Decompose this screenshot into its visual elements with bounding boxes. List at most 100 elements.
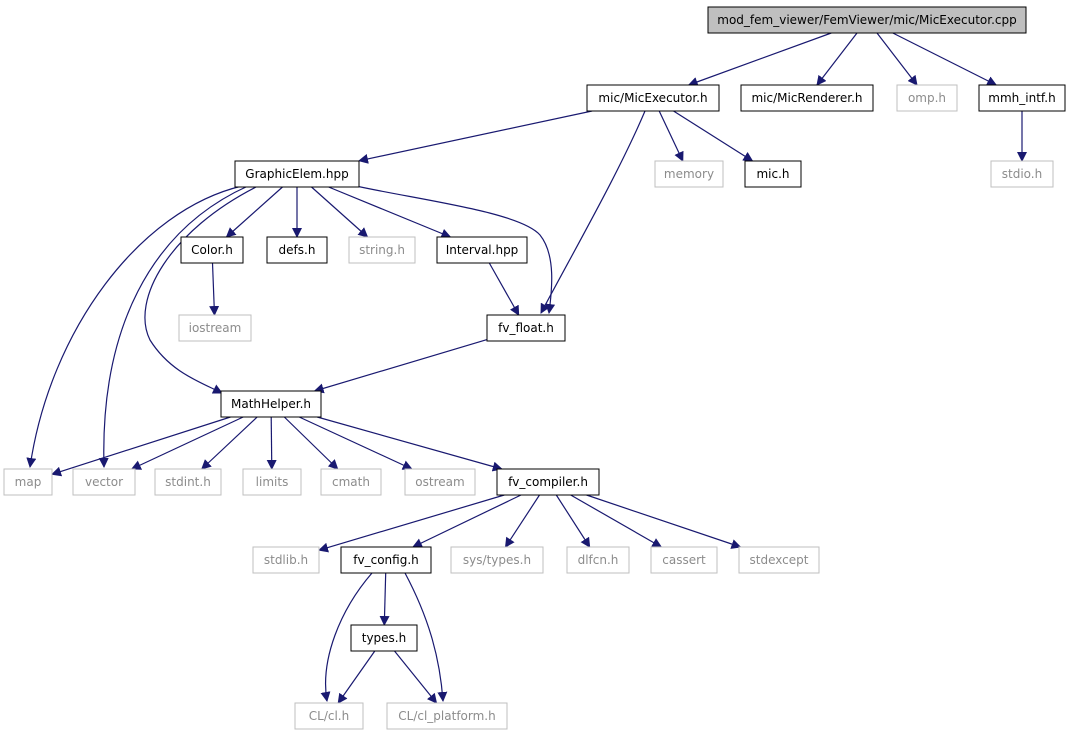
edge-mic_executor_h-to-memory xyxy=(658,110,684,162)
edge-types_h-to-cl_platform_h xyxy=(394,650,438,704)
node-box xyxy=(978,84,1066,112)
edge-math_helper_h-to-cmath xyxy=(283,416,339,470)
node-interval-hpp[interactable]: Interval.hpp xyxy=(436,236,528,264)
node-label: Color.h xyxy=(191,243,233,257)
node-box xyxy=(234,160,360,188)
node-label: mic.h xyxy=(756,167,789,181)
node-box xyxy=(654,160,724,188)
node-label: MathHelper.h xyxy=(231,397,311,411)
edge-graphic_elem_hpp-to-interval_hpp xyxy=(328,186,452,239)
node-box xyxy=(404,468,476,496)
node-label: omp.h xyxy=(908,91,946,105)
node-box xyxy=(348,236,416,264)
node-stdint-h: stdint.h xyxy=(154,468,222,496)
node-box xyxy=(450,546,544,574)
edge-mic_executor_h-to-fv_float_h xyxy=(540,110,646,314)
node-ostream: ostream xyxy=(404,468,476,496)
edge-fv_compiler_h-to-sys_types_h xyxy=(504,494,541,548)
node-box xyxy=(340,546,432,574)
node-box xyxy=(990,160,1054,188)
node-mic-renderer-h[interactable]: mic/MicRenderer.h xyxy=(740,84,874,112)
edge-math_helper_h-to-fv_compiler_h xyxy=(317,416,503,472)
node-label: mmh_intf.h xyxy=(988,91,1055,105)
node-fv-config-h[interactable]: fv_config.h xyxy=(340,546,432,574)
node-label: stdio.h xyxy=(1002,167,1042,181)
node-label: ostream xyxy=(415,475,464,489)
edge-graphic_elem_hpp-to-string_h xyxy=(311,186,369,238)
node-cl-cl-h: CL/cl.h xyxy=(294,702,364,730)
edge-mic_executor_h-to-mic_h xyxy=(673,110,754,162)
node-mic-h[interactable]: mic.h xyxy=(744,160,802,188)
node-box xyxy=(180,236,244,264)
node-box xyxy=(436,236,528,264)
edge-fv_config_h-to-cl_platform_h xyxy=(404,572,448,702)
node-label: fv_float.h xyxy=(498,321,554,335)
edge-graphic_elem_hpp-to-fv_float_h xyxy=(355,185,556,314)
node-mmh-intf-h[interactable]: mmh_intf.h xyxy=(978,84,1066,112)
node-box xyxy=(252,546,320,574)
node-color-h[interactable]: Color.h xyxy=(180,236,244,264)
node-dlfcn-h: dlfcn.h xyxy=(566,546,630,574)
edge-fv_config_h-to-cl_cl_h xyxy=(320,572,373,702)
node-label: CL/cl.h xyxy=(309,709,349,723)
node-root[interactable]: mod_fem_viewer/FemViewer/mic/MicExecutor… xyxy=(707,6,1027,34)
node-defs-h[interactable]: defs.h xyxy=(266,236,328,264)
node-box xyxy=(154,468,222,496)
node-label: stdlib.h xyxy=(264,553,308,567)
edge-color_h-to-iostream xyxy=(209,262,220,316)
node-cmath: cmath xyxy=(320,468,382,496)
node-label: mod_fem_viewer/FemViewer/mic/MicExecutor… xyxy=(717,13,1016,27)
edge-fv_float_h-to-math_helper_h xyxy=(313,339,488,394)
edge-fv_config_h-to-types_h xyxy=(379,572,390,626)
edge-math_helper_h-to-stdint_h xyxy=(201,416,258,470)
node-memory: memory xyxy=(654,160,724,188)
node-graphic-elem-hpp[interactable]: GraphicElem.hpp xyxy=(234,160,360,188)
node-box xyxy=(740,84,874,112)
node-label: sys/types.h xyxy=(463,553,531,567)
node-box xyxy=(72,468,136,496)
node-types-h[interactable]: types.h xyxy=(350,624,418,652)
node-box xyxy=(586,84,720,112)
edge-root-to-omp_h xyxy=(876,32,918,86)
nodes: mod_fem_viewer/FemViewer/mic/MicExecutor… xyxy=(3,6,1066,730)
edge-fv_compiler_h-to-stdexcept xyxy=(586,494,742,549)
node-fv-float-h[interactable]: fv_float.h xyxy=(486,314,566,342)
edge-fv_compiler_h-to-dlfcn_h xyxy=(555,494,591,548)
node-box xyxy=(896,84,958,112)
edge-root-to-mic_renderer_h xyxy=(816,32,858,86)
node-box xyxy=(178,314,252,342)
node-label: types.h xyxy=(362,631,406,645)
node-label: defs.h xyxy=(279,243,316,257)
node-label: cassert xyxy=(662,553,706,567)
node-box xyxy=(707,6,1027,34)
edge-fv_compiler_h-to-fv_config_h xyxy=(412,494,522,548)
node-box xyxy=(320,468,382,496)
node-label: memory xyxy=(664,167,714,181)
node-sys-types-h: sys/types.h xyxy=(450,546,544,574)
node-math-helper-h[interactable]: MathHelper.h xyxy=(220,390,322,418)
node-label: dlfcn.h xyxy=(578,553,619,567)
edge-fv_compiler_h-to-stdlib_h xyxy=(318,494,505,553)
node-label: mic/MicRenderer.h xyxy=(751,91,862,105)
edge-math_helper_h-to-map xyxy=(51,416,231,477)
node-cassert: cassert xyxy=(650,546,718,574)
node-fv-compiler-h[interactable]: fv_compiler.h xyxy=(496,468,600,496)
node-box xyxy=(294,702,364,730)
edge-fv_compiler_h-to-cassert xyxy=(570,494,663,548)
node-label: string.h xyxy=(359,243,405,257)
node-box xyxy=(3,468,53,496)
node-box xyxy=(242,468,302,496)
node-label: stdexcept xyxy=(750,553,809,567)
node-mic-executor-h[interactable]: mic/MicExecutor.h xyxy=(586,84,720,112)
node-box xyxy=(486,314,566,342)
node-label: stdint.h xyxy=(165,475,211,489)
node-label: cmath xyxy=(332,475,370,489)
node-omp-h: omp.h xyxy=(896,84,958,112)
edge-interval_hpp-to-fv_float_h xyxy=(488,262,520,316)
node-label: mic/MicExecutor.h xyxy=(598,91,707,105)
edge-graphic_elem_hpp-to-color_h xyxy=(225,186,283,238)
node-label: limits xyxy=(256,475,289,489)
node-limits: limits xyxy=(242,468,302,496)
node-map: map xyxy=(3,468,53,496)
